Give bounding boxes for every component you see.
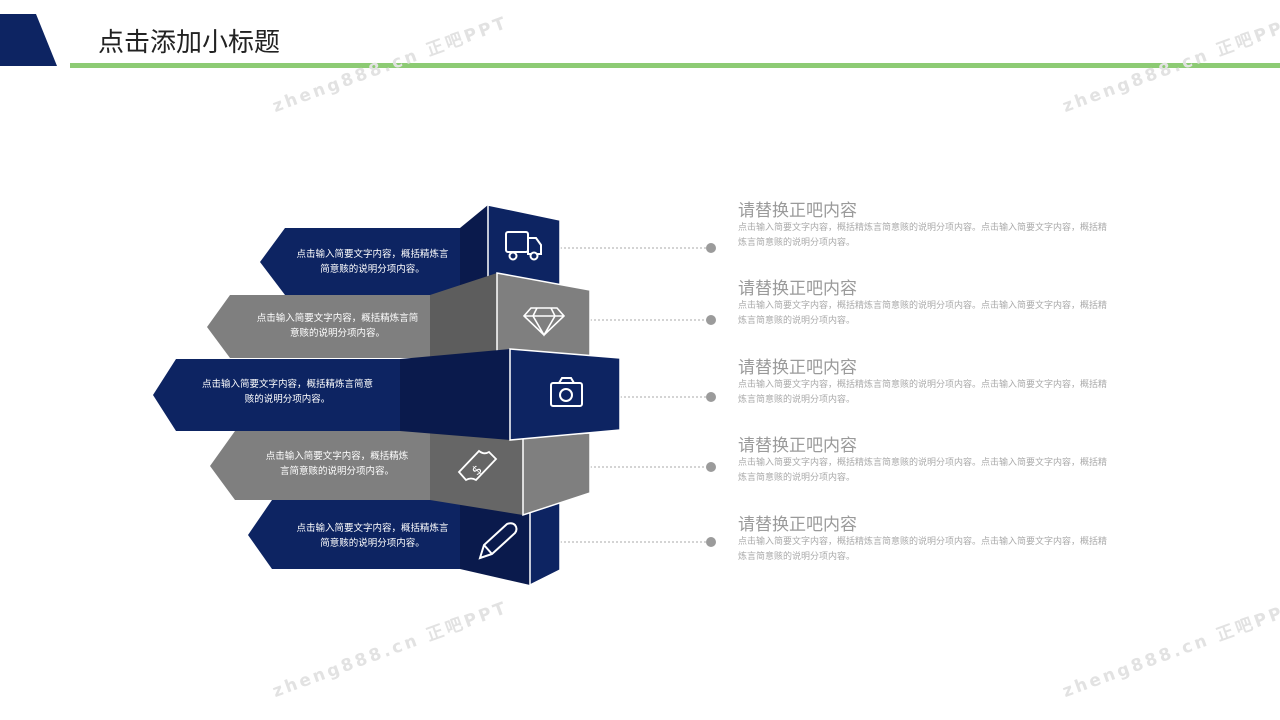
- fold-5: [460, 500, 530, 585]
- fold-1: [460, 205, 488, 295]
- face-3: [509, 348, 621, 441]
- item-body: 点击输入简要文字内容，概括精炼言简意赅的说明分项内容。点击输入简要文字内容，概括…: [738, 380, 1108, 405]
- connector-dots: [706, 243, 716, 547]
- item-5-description: 请替换正吧内容点击输入简要文字内容，概括精炼言简意赅的说明分项内容。点击输入简要…: [738, 515, 1108, 565]
- truck-icon: [505, 231, 542, 261]
- item-title: 请替换正吧内容: [738, 436, 857, 456]
- face-4: [522, 432, 591, 517]
- arrow-4: [210, 431, 430, 500]
- arrow-1-text: 点击输入简要文字内容，概括精炼言简意赅的说明分项内容。: [296, 249, 449, 275]
- page-title: 点击添加小标题: [98, 28, 281, 58]
- item-body: 点击输入简要文字内容，概括精炼言简意赅的说明分项内容。点击输入简要文字内容，概括…: [738, 223, 1108, 248]
- arrow-2-text: 点击输入简要文字内容，概括精炼言简意赅的说明分项内容。: [256, 313, 419, 339]
- arrow-3-text: 点击输入简要文字内容，概括精炼言简意赅的说明分项内容。: [201, 379, 373, 405]
- face-5: [529, 499, 561, 587]
- header-divider: [70, 63, 1280, 68]
- header-accent-shape: [0, 14, 57, 66]
- arrow-1: [260, 228, 460, 295]
- item-title: 请替换正吧内容: [738, 201, 857, 221]
- arrow-3: [153, 359, 400, 431]
- item-2-description: 请替换正吧内容点击输入简要文字内容，概括精炼言简意赅的说明分项内容。点击输入简要…: [738, 279, 1108, 329]
- pencil-icon: [478, 522, 518, 560]
- item-3-description: 请替换正吧内容点击输入简要文字内容，概括精炼言简意赅的说明分项内容。点击输入简要…: [738, 358, 1108, 408]
- camera-icon: [550, 377, 583, 407]
- item-body: 点击输入简要文字内容，概括精炼言简意赅的说明分项内容。点击输入简要文字内容，概括…: [738, 458, 1108, 483]
- item-body: 点击输入简要文字内容，概括精炼言简意赅的说明分项内容。点击输入简要文字内容，概括…: [738, 301, 1108, 326]
- arrow-4-text: 点击输入简要文字内容，概括精炼言简意赅的说明分项内容。: [265, 451, 409, 477]
- fold-2: [430, 273, 497, 358]
- arrow-5: [248, 500, 460, 569]
- item-body: 点击输入简要文字内容，概括精炼言简意赅的说明分项内容。点击输入简要文字内容，概括…: [738, 537, 1108, 562]
- arrow-5-text: 点击输入简要文字内容，概括精炼言简意赅的说明分项内容。: [296, 523, 449, 549]
- item-title: 请替换正吧内容: [738, 279, 857, 299]
- fold-4: [430, 433, 523, 515]
- connector-lines: [560, 247, 711, 543]
- item-1-description: 请替换正吧内容点击输入简要文字内容，概括精炼言简意赅的说明分项内容。点击输入简要…: [738, 201, 1108, 251]
- arrow-2: [207, 295, 430, 358]
- diamond-icon: [522, 307, 566, 337]
- item-4-description: 请替换正吧内容点击输入简要文字内容，概括精炼言简意赅的说明分项内容。点击输入简要…: [738, 436, 1108, 486]
- item-title: 请替换正吧内容: [738, 515, 857, 535]
- item-title: 请替换正吧内容: [738, 358, 857, 378]
- fold-3: [400, 349, 510, 440]
